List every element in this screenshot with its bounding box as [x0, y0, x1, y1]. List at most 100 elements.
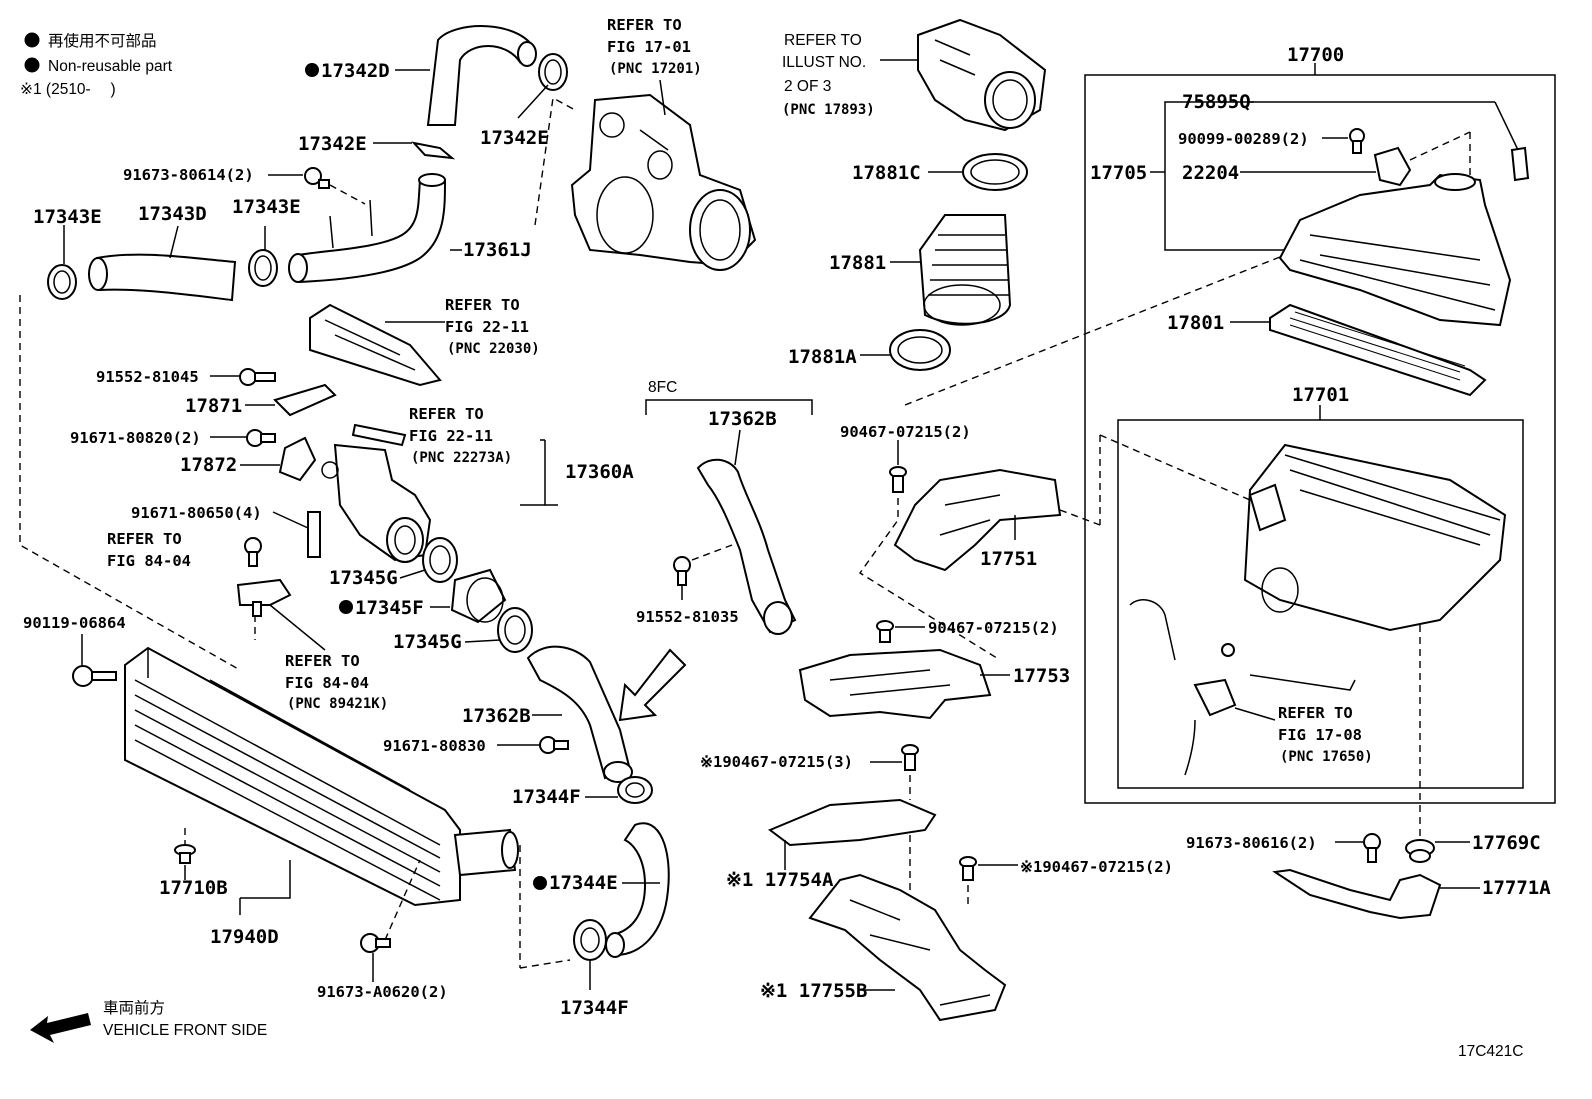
- part-labels: 17342D 17342E 17342E 91673-80614(2) 1734…: [23, 44, 1551, 1019]
- label-17345g-upper: 17345G: [329, 567, 398, 589]
- non-reusable-dot-icon: [339, 600, 353, 614]
- label-17345g-lower: 17345G: [393, 631, 462, 653]
- bracket-8fc: [645, 399, 813, 415]
- gasket-22273a: [351, 423, 407, 447]
- label-17701: 17701: [1292, 384, 1349, 406]
- bolt-91671-80820: [246, 429, 276, 447]
- ref-line: (PNC 22030): [447, 341, 540, 357]
- ref-line: REFER TO: [1278, 704, 1353, 722]
- ref-illust-2-of-3: REFER TO ILLUST NO. 2 OF 3 (PNC 17893): [782, 32, 875, 118]
- bolt-91673-a0620: [360, 933, 391, 953]
- label-90099-00289: 90099-00289(2): [1178, 130, 1309, 148]
- vehicle-front-indicator: 車両前方 VEHICLE FRONT SIDE: [30, 999, 267, 1043]
- label-17755b: ※1 17755B: [760, 980, 867, 1002]
- label-17751: 17751: [980, 548, 1037, 570]
- bracket-17871: [273, 383, 337, 417]
- label-8fc: 8FC: [648, 379, 677, 396]
- front-arrow-icon: [30, 1013, 91, 1043]
- duct-17753: [798, 648, 992, 720]
- non-reusable-dot-icon: [24, 57, 40, 73]
- label-17769c: 17769C: [1472, 832, 1541, 854]
- ref-line: FIG 84-04: [107, 552, 191, 570]
- label-90467-07215-a: 90467-07215(2): [840, 423, 971, 441]
- ref-line: REFER TO: [409, 405, 484, 423]
- clamp-17343e-left: [47, 264, 77, 300]
- ref-line: FIG 22-11: [445, 318, 529, 336]
- label-17343e-left: 17343E: [33, 206, 102, 228]
- bolt-90467-07215-b: [876, 620, 894, 643]
- duct-17755b: [808, 873, 1007, 1022]
- ref-line: REFER TO: [107, 530, 182, 548]
- label-17754a: ※1 17754A: [726, 869, 834, 891]
- ref-line: FIG 22-11: [409, 427, 493, 445]
- label-17771a: 17771A: [1482, 877, 1551, 899]
- label-17881a: 17881A: [788, 346, 857, 368]
- legend-line-jp: 再使用不可部品: [48, 32, 157, 50]
- label-17361j: 17361J: [463, 239, 532, 261]
- label-91671-80830: 91671-80830: [383, 737, 486, 755]
- bolt-90119-06864: [72, 665, 117, 687]
- ref-line: FIG 17-08: [1278, 726, 1362, 744]
- label-17753: 17753: [1013, 665, 1070, 687]
- ref-line: REFER TO: [285, 652, 360, 670]
- bellows-17881: [918, 214, 1012, 326]
- filter-17801: [1269, 303, 1487, 397]
- label-90467-07215-d: ※190467-07215(2): [1020, 858, 1173, 876]
- ref-fig-17-08: REFER TO FIG 17-08 (PNC 17650): [1278, 704, 1373, 765]
- ref-line: FIG 84-04: [285, 674, 369, 692]
- turbocharger: [570, 93, 757, 271]
- ref-line: (PNC 17893): [782, 102, 875, 118]
- pipe-17360a: [321, 443, 432, 563]
- arrow-icon: [618, 648, 687, 722]
- label-75895q: [1510, 146, 1530, 182]
- cap-17705: [1278, 173, 1512, 327]
- ref-line: FIG 17-01: [607, 38, 691, 56]
- hose-17345f: [450, 568, 507, 624]
- screw-90099-00289: [1349, 128, 1365, 154]
- clamp-17881a: [889, 329, 951, 371]
- front-label-en: VEHICLE FRONT SIDE: [103, 1022, 267, 1039]
- clamp-17344f-lower: [573, 919, 607, 961]
- label-17872: 17872: [180, 454, 237, 476]
- label-17360a: 17360A: [565, 461, 634, 483]
- legend: 再使用不可部品 Non-reusable part ※1 (2510- ): [20, 32, 173, 98]
- bolt-90467-07215-a: [889, 466, 907, 493]
- vsv-17650: [1193, 643, 1237, 717]
- label-17881c: 17881C: [852, 162, 921, 184]
- ref-fig-22-11-a: REFER TO FIG 22-11 (PNC 22030): [445, 296, 540, 357]
- label-91671-80820: 91671-80820(2): [70, 429, 201, 447]
- label-91671-80650: 91671-80650(4): [131, 504, 262, 522]
- pipe-17362b-lower: [526, 645, 633, 783]
- clamp-17342e-upper: [538, 53, 568, 91]
- label-91673-80614: 91673-80614(2): [123, 166, 254, 184]
- clamp-17881c: [962, 153, 1028, 191]
- ref-line: (PNC 17650): [1280, 749, 1373, 765]
- clamp-17343e-right: [248, 249, 278, 287]
- bolt-fig-84-04: [244, 537, 262, 567]
- ref-line: 2 OF 3: [784, 78, 831, 95]
- grommet-17769c: [1405, 839, 1435, 863]
- ref-line: REFER TO: [607, 16, 682, 34]
- label-17871: 17871: [185, 395, 242, 417]
- ref-line: (PNC 17201): [609, 61, 702, 77]
- ref-line: REFER TO: [445, 296, 520, 314]
- label-17801: 17801: [1167, 312, 1224, 334]
- clamp-17345g-upper: [422, 537, 458, 583]
- ref-fig-84-04-b: REFER TO FIG 84-04 (PNC 89421K): [285, 652, 388, 712]
- label-91552-81035: 91552-81035: [636, 608, 739, 626]
- sensor-22030: [309, 303, 442, 387]
- label-17344f-upper: 17344F: [512, 786, 581, 808]
- diagram-code: 17C421C: [1458, 1043, 1524, 1060]
- label-17362b-lower: 17362B: [462, 705, 531, 727]
- clamp-17342e-lower: [411, 141, 456, 160]
- clamp-17345g-lower: [497, 607, 533, 653]
- label-17705: 17705: [1090, 162, 1147, 184]
- vsv-hose: [1129, 599, 1356, 776]
- ref-line: ILLUST NO.: [782, 54, 866, 71]
- label-17881: 17881: [829, 252, 886, 274]
- label-17344e: 17344E: [549, 872, 618, 894]
- ref-line: (PNC 22273A): [411, 450, 512, 466]
- label-17700: 17700: [1287, 44, 1344, 66]
- intercooler-17940d: [124, 646, 519, 907]
